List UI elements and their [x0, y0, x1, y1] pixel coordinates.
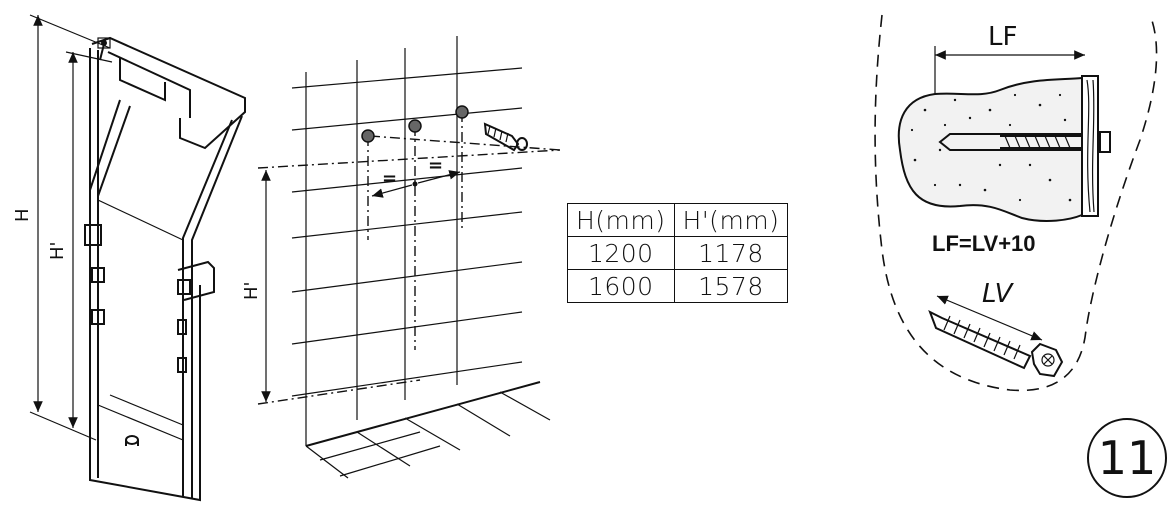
step-number-badge: 11 — [1087, 418, 1167, 498]
anchor-detail-drawing: LF LV — [874, 14, 1158, 392]
equal-spacing-left: = — [382, 168, 397, 189]
table-cell: 1178 — [673, 236, 789, 270]
wall-grid-drawing: = = H' — [241, 36, 561, 479]
table-row: 1600 1578 — [567, 269, 789, 303]
lv-dimension-line — [936, 295, 1043, 341]
table-cell: 1600 — [567, 269, 675, 303]
table-header-h-prime: H'(mm) — [673, 203, 789, 237]
table-header-row: H(mm) H'(mm) — [567, 203, 789, 237]
dimension-table: H(mm) H'(mm) 1200 1178 1600 1578 — [567, 203, 789, 303]
lf-label: LF — [988, 22, 1017, 52]
radiator-drawing: H H' — [12, 14, 246, 502]
lf-formula: LF=LV+10 — [932, 231, 1036, 256]
height-label: H — [12, 208, 33, 222]
height-prime-label: H' — [47, 242, 68, 260]
table-header-h: H(mm) — [567, 203, 675, 237]
equal-spacing-right: = — [428, 155, 443, 176]
table-cell: 1578 — [673, 269, 789, 303]
table-row: 1200 1178 — [567, 236, 789, 270]
table-cell: 1200 — [567, 236, 675, 270]
lv-label: LV — [982, 279, 1015, 309]
wall-height-label: H' — [241, 282, 262, 300]
